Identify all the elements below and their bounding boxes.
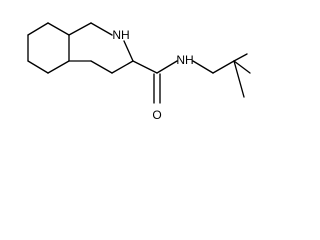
bond-group (27, 22, 251, 104)
molecule-svg: NH NH O (27, 22, 251, 122)
bond-cyclohexane-6 (27, 22, 49, 36)
bond-tertbutyl-center (212, 60, 235, 74)
bond-piperidine-2 (90, 22, 113, 36)
bond-cyclohexane-4 (27, 60, 49, 74)
bond-carbonyl-to-nh (156, 60, 178, 74)
bond-tertbutyl-right (233, 60, 251, 74)
bond-tertbutyl-up (233, 53, 248, 62)
molecule-canvas: NH NH O (0, 0, 284, 132)
bond-piperidine-1 (68, 22, 92, 36)
bond-cyclohexane-1 (47, 22, 70, 36)
bond-piperidine-5 (90, 60, 113, 74)
amide-nitrogen-label: NH (176, 53, 193, 67)
bond-cyclohexane-3 (47, 60, 70, 74)
bond-tertbutyl-down (233, 60, 245, 98)
bond-piperidine-4 (111, 60, 134, 74)
bond-piperidine-3 (123, 40, 134, 62)
bond-nh-to-tertbutyl (192, 60, 214, 74)
bond-ring-to-carbonyl (132, 60, 158, 74)
carbonyl-oxygen-label: O (152, 108, 161, 122)
ring-nitrogen-label: NH (112, 28, 129, 42)
